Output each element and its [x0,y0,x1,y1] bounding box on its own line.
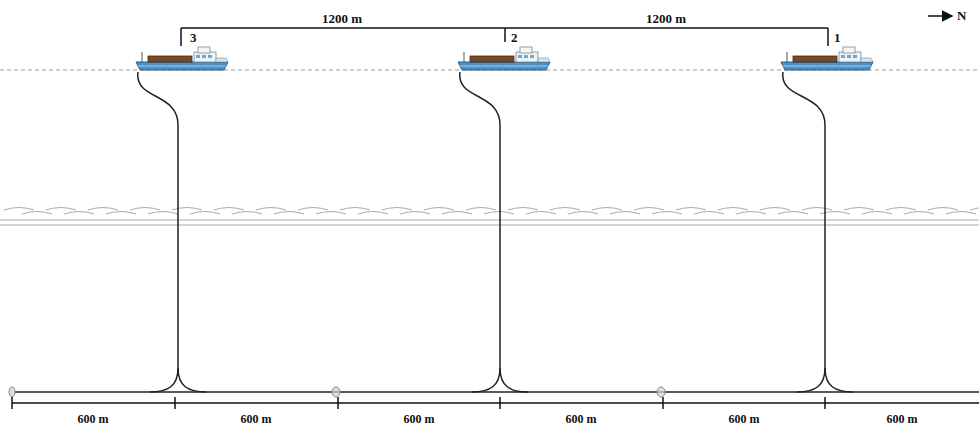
survey-ship [136,47,228,70]
dimension-bar [181,28,828,46]
dimension-label: 1200 m [644,12,688,25]
scale-label: 600 m [885,413,920,425]
survey-ship [781,47,873,70]
scale-label: 600 m [564,413,599,425]
survey-ship [458,47,550,70]
thermocline-band [0,208,979,226]
ship-number: 1 [832,31,843,44]
ship-number: 3 [188,31,199,44]
north-label: N [955,9,968,22]
streamer-cable [14,72,979,392]
scale-label: 600 m [402,413,437,425]
scale-label: 600 m [239,413,274,425]
ship-number: 2 [509,31,520,44]
scale-label: 600 m [727,413,762,425]
dimension-label: 1200 m [320,12,364,25]
scale-bar [12,397,979,409]
north-arrow [928,15,952,17]
float-buoy [9,387,665,397]
scale-label: 600 m [76,413,111,425]
